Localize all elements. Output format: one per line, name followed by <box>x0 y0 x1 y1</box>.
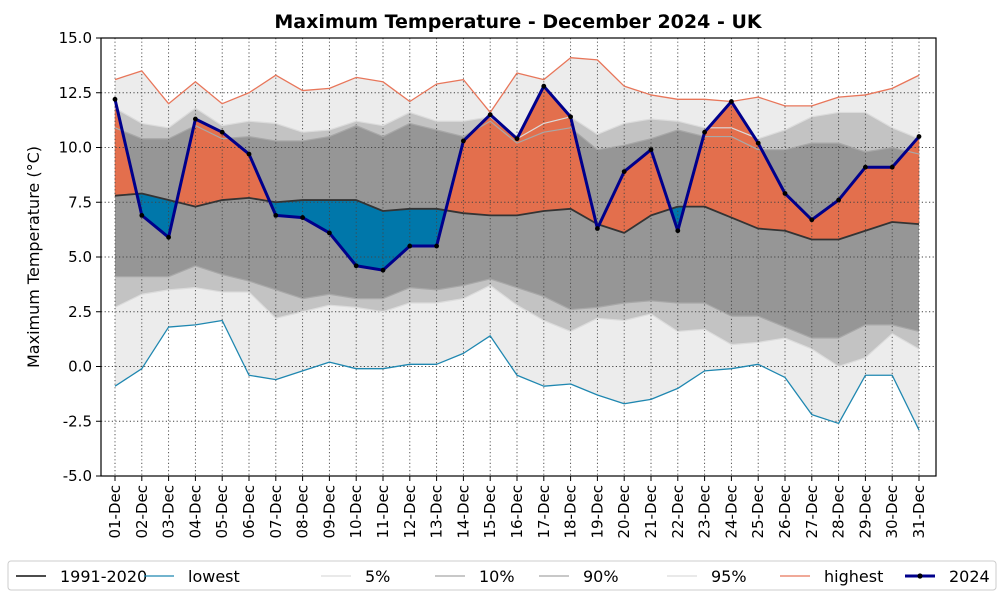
legend-label: highest <box>824 567 883 586</box>
point-2024 <box>246 151 252 157</box>
x-tick-label: 29-Dec <box>856 485 874 539</box>
series-line-10- <box>115 265 920 339</box>
point-2024 <box>139 212 145 218</box>
x-tick-label: 13-Dec <box>428 485 446 539</box>
point-2024 <box>836 197 841 203</box>
point-2024 <box>380 267 386 273</box>
y-tick-label: 2.5 <box>68 303 92 321</box>
point-2024 <box>353 263 359 269</box>
y-tick-label: -5.0 <box>63 467 92 485</box>
percentile-bands <box>114 57 920 431</box>
anomaly-fill <box>865 166 893 232</box>
anomaly-fill <box>409 208 437 247</box>
point-2024 <box>782 191 788 196</box>
legend-marker-2024 <box>917 573 923 579</box>
x-tick-label: 17-Dec <box>535 485 553 539</box>
series-line-1991-2020 <box>114 192 920 241</box>
point-2024 <box>916 134 922 139</box>
legend-label: 1991-2020 <box>60 567 147 586</box>
y-tick-label: 10.0 <box>59 139 92 157</box>
legend-label: 2024 <box>949 567 990 586</box>
x-tick-label: 08-Dec <box>294 485 312 539</box>
x-tick-label: 22-Dec <box>669 485 687 539</box>
point-2024 <box>675 228 681 234</box>
point-2024 <box>889 164 895 170</box>
y-axis-label: Maximum Temperature (°C) <box>24 146 43 368</box>
x-tick-label: 01-Dec <box>106 485 124 539</box>
x-tick-label: 07-Dec <box>267 485 285 539</box>
series-lines <box>112 57 922 431</box>
x-tick-label: 11-Dec <box>374 485 392 539</box>
series-line-highest <box>114 57 920 114</box>
legend-label: lowest <box>188 567 240 586</box>
point-2024 <box>755 140 761 146</box>
point-2024 <box>273 212 279 218</box>
legend-label: 90% <box>583 567 619 586</box>
x-tick-label: 15-Dec <box>481 485 499 539</box>
x-tick-label: 28-Dec <box>830 485 848 539</box>
point-2024 <box>568 114 573 120</box>
x-tick-label: 04-Dec <box>186 485 204 539</box>
x-tick-label: 18-Dec <box>562 485 580 539</box>
x-tick-label: 16-Dec <box>508 485 526 539</box>
legend-label: 5% <box>365 567 390 586</box>
x-tick-label: 24-Dec <box>722 485 740 539</box>
x-tick-label: 14-Dec <box>454 485 472 539</box>
point-2024 <box>702 129 707 135</box>
point-2024 <box>407 243 413 249</box>
y-tick-label: 12.5 <box>59 84 92 102</box>
point-2024 <box>434 243 439 249</box>
x-tick-label: 05-Dec <box>213 485 231 539</box>
point-2024 <box>327 230 332 236</box>
x-tick-label: 09-Dec <box>320 485 338 539</box>
x-tick-label: 23-Dec <box>696 485 714 539</box>
x-tick-label: 26-Dec <box>776 485 794 539</box>
chart-title: Maximum Temperature - December 2024 - UK <box>274 11 763 33</box>
point-2024 <box>166 234 172 240</box>
x-tick-label: 31-Dec <box>910 485 928 539</box>
point-2024 <box>112 96 118 102</box>
point-2024 <box>729 99 734 104</box>
x-tick-label: 12-Dec <box>401 485 419 539</box>
point-2024 <box>595 226 600 231</box>
y-tick-label: 0.0 <box>68 358 92 376</box>
x-tick-label: 03-Dec <box>160 485 178 539</box>
legend-label: 95% <box>711 567 747 586</box>
y-tick-label: -2.5 <box>63 412 92 430</box>
x-tick-label: 20-Dec <box>615 485 633 539</box>
point-2024 <box>863 164 868 170</box>
x-tick-label: 25-Dec <box>749 485 767 539</box>
x-tick-label: 19-Dec <box>588 485 606 539</box>
point-2024 <box>219 129 225 135</box>
point-2024 <box>487 112 493 118</box>
series-line-5- <box>114 284 920 368</box>
x-tick-label: 02-Dec <box>133 485 151 539</box>
anomaly-fill <box>355 199 384 271</box>
point-2024 <box>461 138 466 144</box>
series-line-lowest <box>114 319 920 431</box>
y-tick-label: 7.5 <box>68 193 92 211</box>
axes: -5.0 -2.5 0.0 2.5 5.0 7.5 10.0 12.5 15.0 01-Dec 02… <box>59 29 937 539</box>
series-line-90- <box>114 120 920 155</box>
point-2024 <box>809 217 815 223</box>
point-2024 <box>514 136 520 142</box>
point-2024 <box>648 147 654 153</box>
x-tick-label: 30-Dec <box>883 485 901 539</box>
legend-box <box>7 560 997 591</box>
point-2024 <box>621 169 627 174</box>
y-tick-label: 15.0 <box>59 29 92 47</box>
x-tick-label: 21-Dec <box>642 485 660 539</box>
point-2024 <box>193 116 198 122</box>
y-tick-label: 5.0 <box>68 248 92 266</box>
x-tick-label: 27-Dec <box>803 485 821 539</box>
legend: 1991-2020 lowest 5% 10% 90% 95% highest 2024 <box>7 560 997 591</box>
grid-lines <box>101 37 936 477</box>
point-2024 <box>541 83 547 89</box>
x-tick-label: 06-Dec <box>240 485 258 539</box>
point-2024 <box>300 215 305 220</box>
x-tick-label: 10-Dec <box>347 485 365 539</box>
legend-label: 10% <box>479 567 515 586</box>
